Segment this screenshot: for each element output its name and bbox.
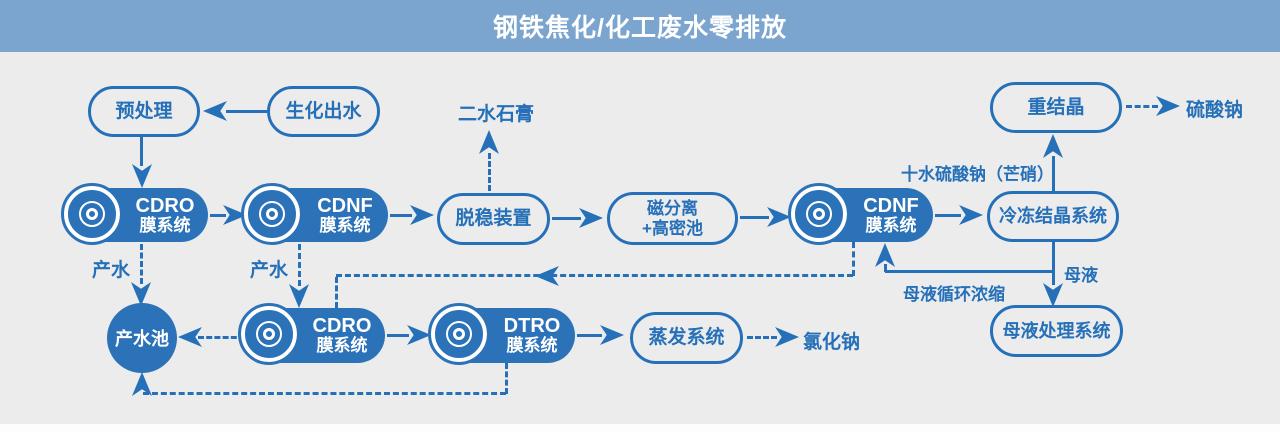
node-title: CDRO bbox=[312, 315, 372, 338]
connector-line bbox=[226, 110, 267, 113]
arrowhead-icon bbox=[579, 208, 603, 228]
arrowhead-icon bbox=[203, 101, 227, 121]
connector-dashed-line bbox=[1126, 105, 1158, 108]
node-subtitle: 膜系统 bbox=[865, 215, 917, 235]
node-label: 预处理 bbox=[115, 100, 173, 122]
connector-line bbox=[387, 334, 409, 337]
connector-line bbox=[1052, 242, 1055, 285]
page-title: 钢铁焦化/化工废水零排放 bbox=[493, 14, 787, 42]
connector-line bbox=[390, 214, 412, 217]
connector-dashed-line bbox=[488, 153, 491, 191]
node-recrystallization: 重结晶 bbox=[990, 82, 1122, 133]
connector-line bbox=[1052, 156, 1055, 191]
node-label-line2: +高密池 bbox=[642, 218, 703, 238]
node-cdro-membrane-bottom: CDRO 膜系统 bbox=[238, 303, 385, 365]
node-title: CDNF bbox=[317, 194, 373, 217]
membrane-disc-icon bbox=[241, 183, 303, 245]
label-sodium-chloride: 氯化钠 bbox=[803, 332, 861, 353]
arrowhead-icon bbox=[775, 327, 799, 347]
connector-line bbox=[210, 214, 226, 217]
arrowhead-icon bbox=[407, 325, 431, 345]
node-label: 蒸发系统 bbox=[648, 327, 725, 349]
connector-line bbox=[552, 217, 581, 220]
membrane-disc-icon bbox=[238, 303, 300, 365]
arrowhead-icon bbox=[289, 284, 309, 308]
node-label: 产水池 bbox=[115, 329, 169, 349]
node-title: CDRO bbox=[135, 194, 195, 217]
node-pretreatment: 预处理 bbox=[88, 86, 200, 137]
label-mother-liquor-recycle: 母液循环浓缩 bbox=[903, 285, 1005, 304]
arrowhead-icon bbox=[600, 325, 624, 345]
membrane-disc-icon bbox=[428, 303, 490, 365]
node-dtro-membrane: DTRO 膜系统 bbox=[428, 303, 575, 365]
bottom-strip bbox=[0, 424, 1280, 432]
connector-dashed-line bbox=[336, 274, 853, 277]
node-subtitle: 膜系统 bbox=[319, 215, 371, 235]
arrowhead-icon bbox=[410, 205, 434, 225]
node-subtitle: 膜系统 bbox=[139, 215, 191, 235]
arrowhead-icon bbox=[1043, 283, 1063, 307]
connector-line bbox=[885, 270, 1054, 273]
node-product-water-pool: 产水池 bbox=[107, 303, 177, 373]
node-cdnf-membrane-right: CDNF 膜系统 bbox=[788, 183, 933, 245]
node-label: 脱稳装置 bbox=[455, 208, 532, 230]
connector-line bbox=[740, 216, 769, 219]
label-product-water-mid: 产水 bbox=[250, 260, 289, 281]
node-title: DTRO bbox=[503, 315, 561, 338]
node-cdnf-membrane-top: CDNF 膜系统 bbox=[241, 183, 388, 245]
connector-line bbox=[140, 137, 143, 166]
node-label: CDNF 膜系统 bbox=[302, 195, 388, 236]
node-label-line1: 磁分离 bbox=[647, 198, 698, 218]
label-product-water-left: 产水 bbox=[92, 260, 131, 281]
label-sodium-sulfate: 硫酸钠 bbox=[1186, 100, 1244, 121]
connector-dashed-line bbox=[198, 336, 245, 339]
node-destabilization: 脱稳装置 bbox=[437, 193, 550, 245]
node-magnetic-separation: 磁分离 +高密池 bbox=[607, 192, 738, 245]
node-label: DTRO 膜系统 bbox=[489, 315, 575, 356]
connector-dashed-line bbox=[335, 277, 338, 308]
node-label: 重结晶 bbox=[1027, 96, 1085, 118]
label-mirabilite: 十水硫酸钠（芒硝） bbox=[901, 165, 1054, 184]
arrowhead-icon bbox=[1043, 134, 1063, 158]
header-bar: 钢铁焦化/化工废水零排放 bbox=[0, 0, 1280, 52]
connector-dashed-line bbox=[747, 336, 777, 339]
node-freezing-crystallization: 冷冻结晶系统 bbox=[987, 191, 1119, 242]
connector-dashed-line bbox=[140, 244, 143, 284]
node-evaporation: 蒸发系统 bbox=[630, 312, 743, 364]
connector-dashed-line bbox=[143, 392, 506, 395]
arrowhead-icon bbox=[132, 164, 152, 188]
node-cdro-membrane-top: CDRO 膜系统 bbox=[61, 183, 208, 245]
arrowhead-icon bbox=[767, 207, 791, 227]
node-label: CDRO 膜系统 bbox=[122, 195, 208, 236]
arrowhead-icon bbox=[959, 205, 983, 225]
connector-dashed-line bbox=[298, 244, 301, 286]
node-label: 冷冻结晶系统 bbox=[999, 206, 1107, 227]
connector-line bbox=[884, 264, 887, 272]
node-subtitle: 膜系统 bbox=[506, 336, 558, 356]
arrowhead-icon bbox=[479, 130, 499, 154]
node-subtitle: 膜系统 bbox=[316, 336, 368, 356]
node-biochemical-effluent: 生化出水 bbox=[267, 86, 380, 137]
connector-line bbox=[935, 214, 961, 217]
connector-dashed-line bbox=[505, 363, 508, 394]
node-label: CDNF 膜系统 bbox=[849, 195, 933, 236]
arrowhead-icon bbox=[132, 372, 152, 396]
node-mother-liquor-treatment: 母液处理系统 bbox=[990, 305, 1123, 357]
label-dihydrate-gypsum: 二水石膏 bbox=[458, 104, 535, 125]
membrane-disc-icon bbox=[61, 183, 123, 245]
arrowhead-icon bbox=[1156, 96, 1180, 116]
node-title: CDNF bbox=[863, 194, 919, 217]
connector-dashed-line bbox=[852, 242, 855, 276]
node-label: CDRO 膜系统 bbox=[299, 315, 385, 356]
node-label: 生化出水 bbox=[285, 100, 362, 122]
label-mother-liquor: 母液 bbox=[1064, 266, 1098, 285]
node-label: 母液处理系统 bbox=[1002, 320, 1111, 341]
connector-line bbox=[577, 334, 602, 337]
membrane-disc-icon bbox=[788, 183, 850, 245]
